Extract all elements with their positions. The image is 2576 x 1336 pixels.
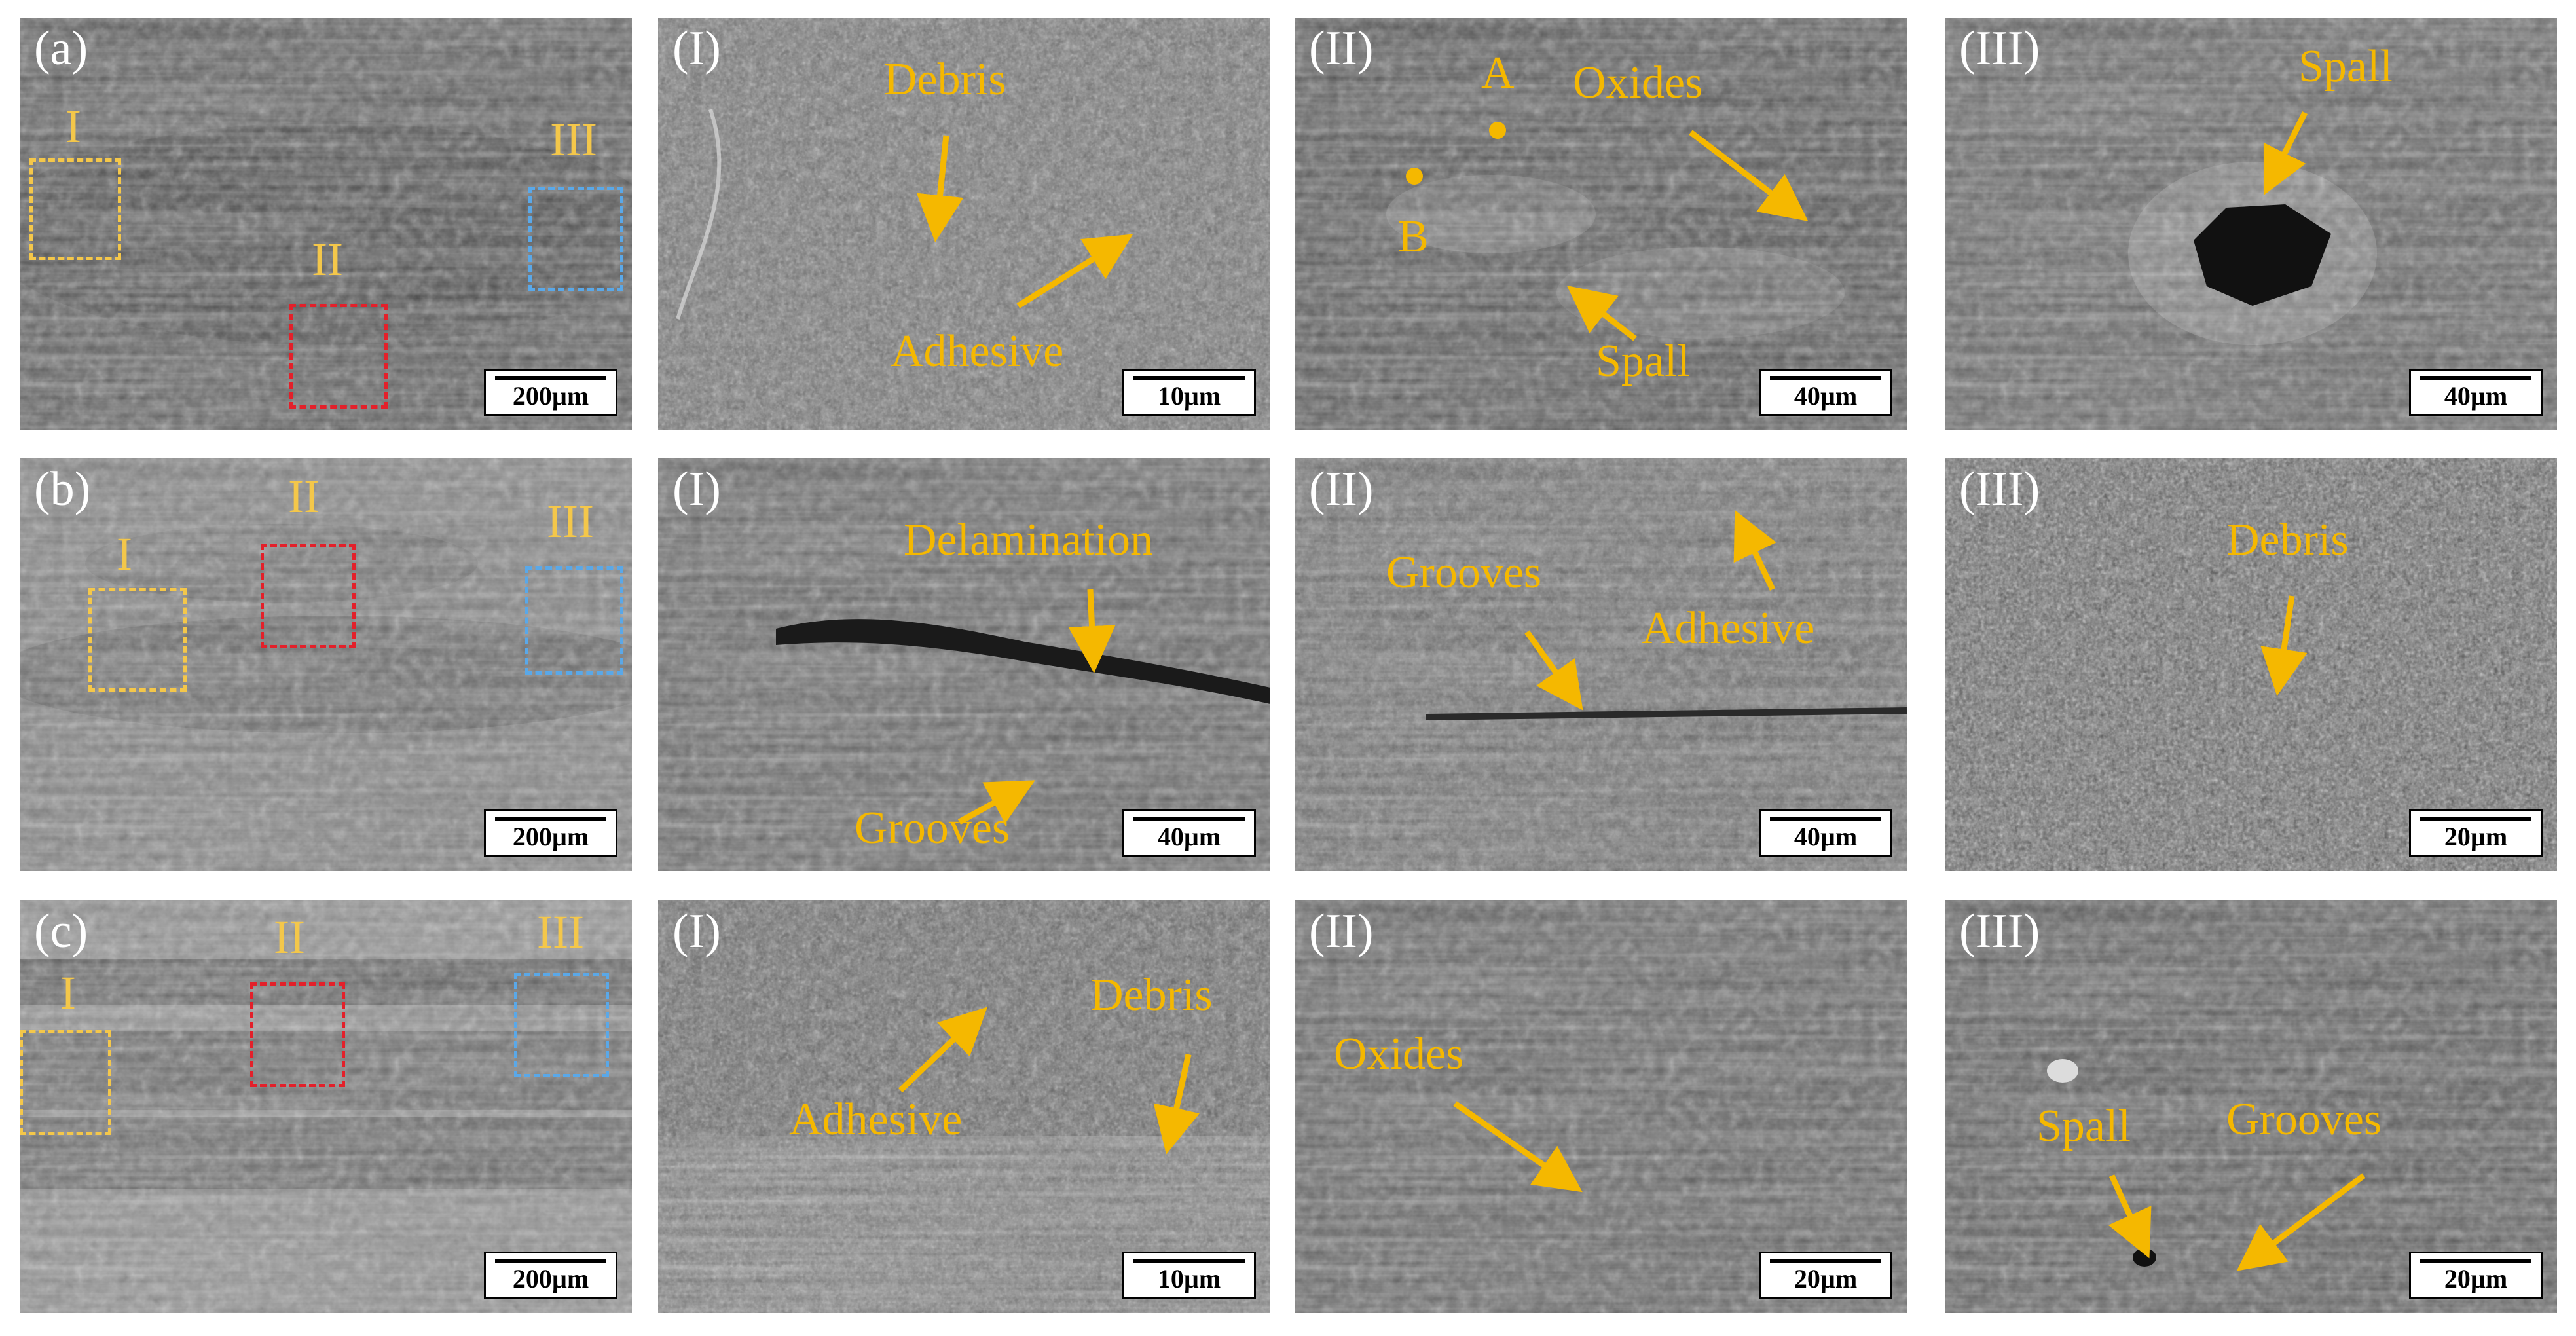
sem-panel-b-I: (I) Delamination Grooves 40µm	[658, 458, 1270, 871]
annotation-debris: Debris	[884, 54, 1006, 105]
annotation-adhesive: Adhesive	[1642, 603, 1815, 654]
annotation-spall: Spall	[2298, 41, 2393, 92]
sem-image-c-II	[1295, 900, 1907, 1313]
annotation-grooves: Grooves	[855, 803, 1010, 853]
scale-bar-label: 40µm	[1794, 380, 1858, 411]
annotation-spall: Spall	[1596, 336, 1690, 386]
scale-bar-label: 40µm	[1794, 821, 1858, 851]
annotation-delamination: Delamination	[904, 515, 1154, 565]
scale-bar: 200µm	[484, 1252, 617, 1299]
scale-bar-label: 40µm	[2444, 380, 2508, 411]
scale-bar: 40µm	[1122, 809, 1256, 857]
annotation-debris: Debris	[1090, 970, 1213, 1020]
annotation-adhesive: Adhesive	[789, 1094, 963, 1145]
scale-bar-label: 20µm	[1794, 1263, 1858, 1293]
sem-panel-b-III: (III) Debris 20µm	[1945, 458, 2557, 871]
sem-panel-a-I: (I) Debris Adhesive 10µm	[658, 18, 1270, 430]
scale-bar: 40µm	[1759, 809, 1892, 857]
sem-panel-c: (c) I II III 200µm	[20, 900, 632, 1313]
scale-bar: 40µm	[2409, 369, 2543, 416]
scale-bar-label: 20µm	[2444, 821, 2508, 851]
sem-panel-b-II: (II) Grooves Adhesive 40µm	[1295, 458, 1907, 871]
scale-bar: 10µm	[1122, 369, 1256, 416]
scale-bar: 20µm	[2409, 1252, 2543, 1299]
sem-panel-c-II: (II) Oxides 20µm	[1295, 900, 1907, 1313]
sem-image-a-I	[658, 18, 1270, 430]
sem-panel-a: (a) I II III 200µm	[20, 18, 632, 430]
annotation-oxides: Oxides	[1573, 58, 1703, 108]
panel-label-b: (b)	[34, 462, 91, 516]
panel-label-b-I: (I)	[672, 462, 721, 516]
sem-image-b	[20, 458, 632, 871]
scale-bar: 40µm	[1759, 369, 1892, 416]
annotation-grooves: Grooves	[2226, 1094, 2382, 1145]
panel-label-a-I: (I)	[672, 22, 721, 75]
sem-image-b-III	[1945, 458, 2557, 871]
annotation-oxides: Oxides	[1334, 1029, 1464, 1079]
scale-bar: 200µm	[484, 369, 617, 416]
sem-image-b-I	[658, 458, 1270, 871]
panel-label-c-II: (II)	[1309, 904, 1374, 958]
sem-panel-a-II: (II) A B Oxides Spall 40µm	[1295, 18, 1907, 430]
sem-panel-c-I: (I) Adhesive Debris 10µm	[658, 900, 1270, 1313]
annotation-grooves: Grooves	[1386, 547, 1542, 598]
sem-panel-a-III: (III) Spall 40µm	[1945, 18, 2557, 430]
panel-label-a-II: (II)	[1309, 22, 1374, 75]
annotation-point-a: A	[1481, 48, 1515, 98]
scale-bar-label: 200µm	[512, 821, 589, 851]
panel-label-c-III: (III)	[1959, 904, 2040, 958]
sem-panel-b: (b) I II III 200µm	[20, 458, 632, 871]
scale-bar-label: 200µm	[512, 1263, 589, 1293]
sem-image-b-II	[1295, 458, 1907, 871]
scale-bar: 10µm	[1122, 1252, 1256, 1299]
scale-bar: 200µm	[484, 809, 617, 857]
panel-label-c: (c)	[34, 904, 88, 958]
sem-image-a-II	[1295, 18, 1907, 430]
panel-label-a-III: (III)	[1959, 22, 2040, 75]
panel-label-a: (a)	[34, 22, 88, 75]
sem-image-c	[20, 900, 632, 1313]
annotation-point-b: B	[1398, 212, 1429, 262]
panel-label-c-I: (I)	[672, 904, 721, 958]
annotation-debris: Debris	[2226, 515, 2349, 565]
annotation-spall: Spall	[2036, 1101, 2131, 1151]
scale-bar: 20µm	[2409, 809, 2543, 857]
scale-bar-label: 10µm	[1157, 1263, 1221, 1293]
scale-bar-label: 10µm	[1157, 380, 1221, 411]
scale-bar-label: 20µm	[2444, 1263, 2508, 1293]
annotation-adhesive: Adhesive	[891, 326, 1064, 377]
panel-label-b-II: (II)	[1309, 462, 1374, 516]
panel-label-b-III: (III)	[1959, 462, 2040, 516]
sem-image-a-III	[1945, 18, 2557, 430]
sem-panel-c-III: (III) Spall Grooves 20µm	[1945, 900, 2557, 1313]
scale-bar-label: 200µm	[512, 380, 589, 411]
scale-bar: 20µm	[1759, 1252, 1892, 1299]
scale-bar-label: 40µm	[1157, 821, 1221, 851]
